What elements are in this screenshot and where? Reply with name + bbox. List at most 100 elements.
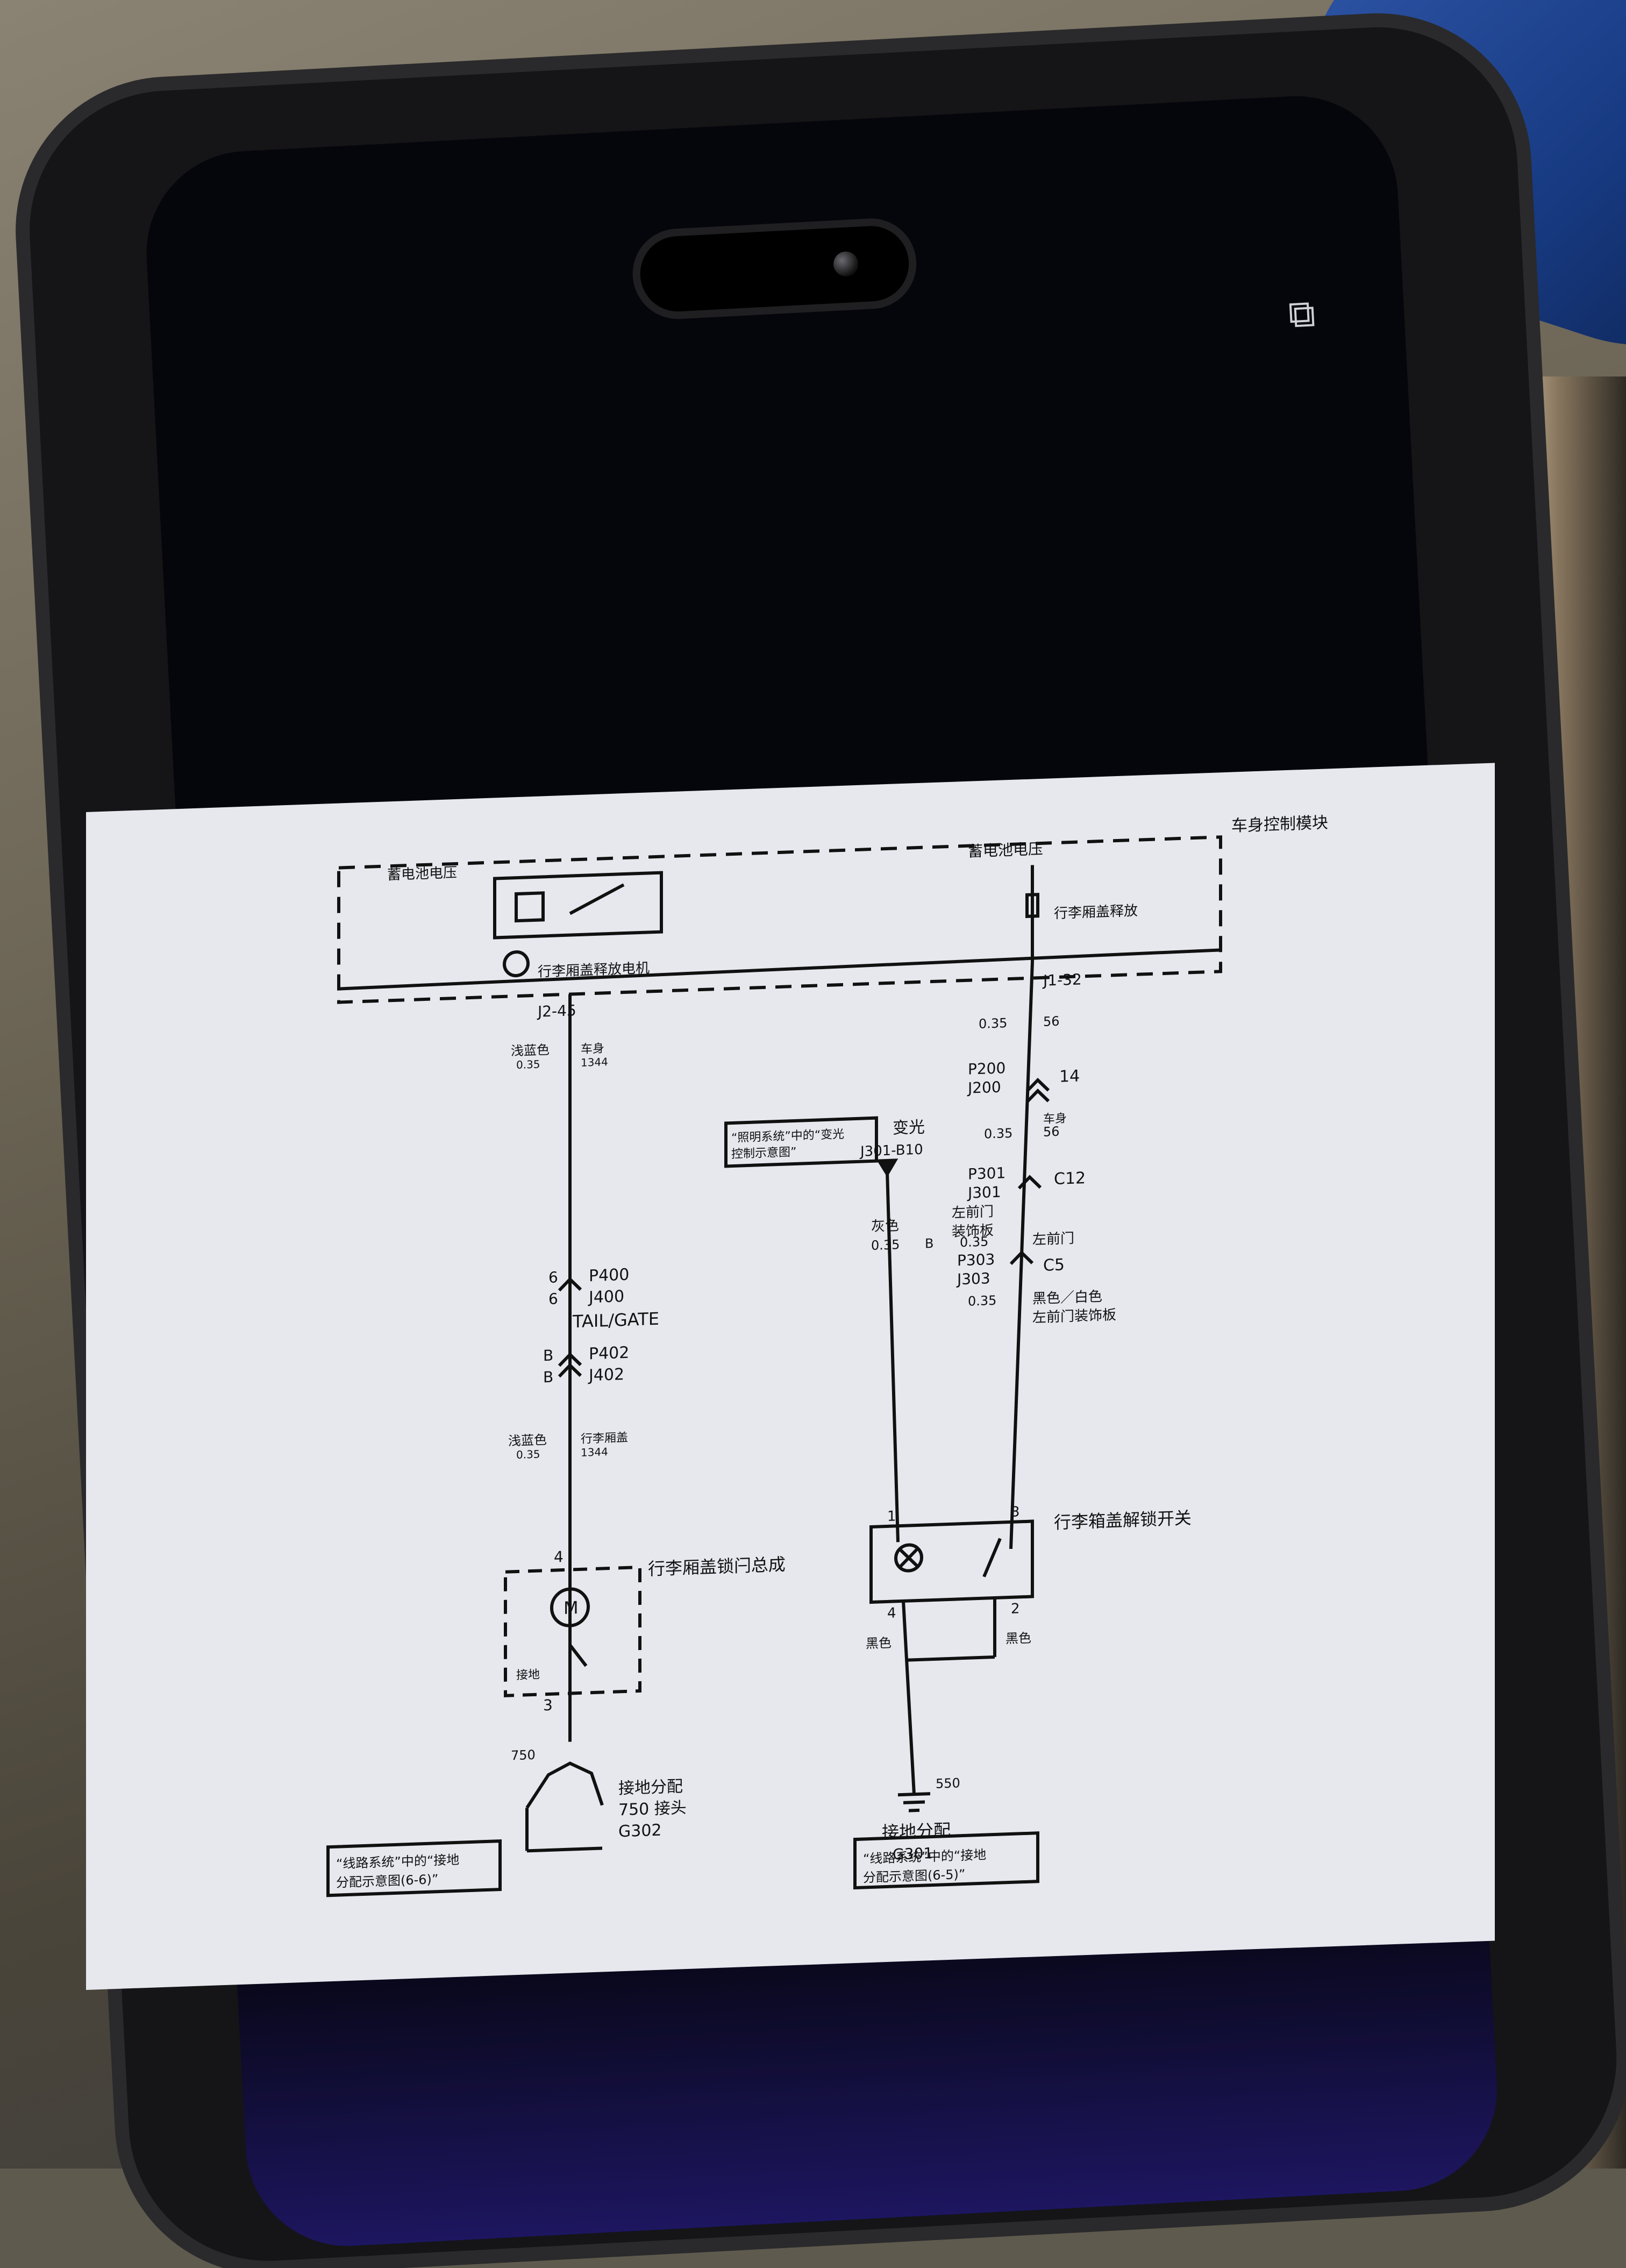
right-wire2-circuit: 56 (1043, 1124, 1060, 1140)
right-conn1-bottom: J200 (967, 1078, 1001, 1097)
transistor-icon (503, 950, 530, 978)
ground-ref-box-left (326, 1839, 502, 1897)
right-wire4-gauge: 0.35 (968, 1293, 996, 1309)
ground-symbol-3 (909, 1808, 919, 1812)
left-wire1-gauge: 0.35 (516, 1058, 540, 1072)
ground-symbol-1 (898, 1792, 930, 1797)
right-wire1-circuit: 56 (1043, 1014, 1060, 1029)
left-wire2-color: 浅蓝色 (508, 1432, 547, 1449)
right-pin-module: J1-32 (1042, 970, 1082, 990)
switch-pin-2: 2 (1011, 1601, 1020, 1617)
connector-p303-icon (1009, 1250, 1034, 1265)
release-motor-label: 行李厢盖释放电机 (538, 960, 650, 980)
left-wire2-loc: 行李厢盖 (581, 1431, 628, 1446)
left-ref-line1: “线路系统”中的“接地 (336, 1852, 459, 1872)
right-conn2-loc-1: 左前门 (952, 1204, 994, 1221)
switch-pin-1: 1 (887, 1508, 896, 1525)
lamp-icon (894, 1543, 923, 1573)
ground-splice-icon (525, 1761, 604, 1809)
right-wire2-loc: 车身 (1043, 1112, 1067, 1126)
gray-wire-pin: B (925, 1236, 933, 1252)
lamp-x2 (898, 1547, 919, 1569)
wiring-diagram: 车身控制模块 蓄电池电压 蓄电池电压 行李厢盖释放电机 行李厢盖释放 J2-45… (86, 763, 1495, 1990)
left-wire1-color: 浅蓝色 (511, 1042, 550, 1059)
conn2-top: P402 (589, 1343, 629, 1364)
motor-symbol: M (564, 1597, 579, 1618)
relay-coil (515, 891, 545, 923)
right-conn2-top: P301 (968, 1164, 1005, 1183)
conn1-top: P400 (589, 1265, 629, 1286)
gray-wire (886, 1171, 900, 1542)
left-wire2-circuit: 1344 (581, 1445, 608, 1459)
recent-apps-icon[interactable]: ⧉ (1287, 291, 1317, 337)
right-conn2-bottom: J301 (967, 1183, 1001, 1202)
dimmer-pin: J301-B10 (859, 1142, 923, 1160)
ground-ref-box-right (853, 1831, 1039, 1890)
left-wire1-loc: 车身 (581, 1042, 604, 1056)
right-wire4-color: 黑色／白色 (1032, 1289, 1102, 1307)
latch-switch-icon (568, 1644, 588, 1667)
right-conn3-bottom: J303 (956, 1269, 990, 1288)
actuator-pin-bottom: 3 (543, 1696, 553, 1715)
black-wire-left (902, 1601, 916, 1795)
connector-p400-icon (558, 1277, 582, 1292)
left-ground-circuit: 750 (511, 1747, 536, 1764)
conn1-pin-top: 6 (548, 1268, 558, 1286)
right-conn3-top: P303 (957, 1250, 995, 1269)
black-wire-join (906, 1655, 995, 1662)
latch-assembly-box (504, 1565, 641, 1697)
right-wire2-gauge: 0.35 (984, 1126, 1012, 1142)
right-ref-line1: “线路系统”中的“接地 (863, 1847, 986, 1867)
unlock-switch-icon (982, 1538, 1002, 1577)
conn1-name: TAIL/GATE (572, 1309, 659, 1332)
right-conn2-loc-2: 装饰板 (952, 1222, 994, 1240)
connector-p301-icon (1017, 1175, 1042, 1190)
relay-box (493, 871, 663, 940)
connector-p402-icon (558, 1352, 582, 1367)
right-ground-circuit: 550 (936, 1775, 960, 1791)
battery-voltage-right: 蓄电池电压 (968, 840, 1043, 861)
right-wire4-loc: 左前门装饰板 (1032, 1307, 1116, 1326)
relay-contact (569, 883, 625, 915)
left-wire1-circuit: 1344 (581, 1055, 608, 1069)
motor-icon (550, 1587, 590, 1627)
connector-j200-icon (1025, 1088, 1050, 1103)
wiring-diagram-svg: 车身控制模块 蓄电池电压 蓄电池电压 行李厢盖释放电机 行李厢盖释放 J2-45… (326, 813, 1328, 1897)
fuse-icon (1025, 893, 1039, 918)
dimmer-arrow-icon (876, 1158, 898, 1177)
left-wire2-gauge: 0.35 (516, 1448, 540, 1462)
black-wire-right: 黑色 (1005, 1631, 1031, 1647)
switch-box (869, 1519, 1034, 1604)
conn2-pin-top: B (543, 1347, 553, 1365)
left-ground-name-2: 750 接头 (618, 1798, 687, 1819)
right-conn1-top: P200 (968, 1059, 1005, 1078)
connector-p200-icon (1025, 1077, 1050, 1092)
right-wire (1009, 962, 1034, 1549)
gray-wire-gauge: 0.35 (871, 1237, 900, 1253)
module-bus-line (338, 948, 1221, 991)
dimmer-ref-box (724, 1116, 878, 1168)
left-pin-module: J2-45 (537, 1001, 576, 1021)
left-ref-line2: 分配示意图(6-6)” (336, 1872, 438, 1890)
dimmer-ref-line1: “照明系统”中的“变光 (731, 1128, 844, 1145)
conn1-pin-bottom: 6 (548, 1290, 558, 1308)
dimmer-label: 变光 (893, 1118, 925, 1138)
right-ref-line2: 分配示意图(6-5)” (863, 1867, 965, 1886)
battery-voltage-left: 蓄电池电压 (387, 865, 457, 884)
actuator-pin-top: 4 (554, 1548, 564, 1566)
actuator-name: 行李厢盖锁闩总成 (648, 1554, 786, 1580)
left-ground-name-1: 接地分配 (618, 1777, 683, 1798)
left-ground-id: G302 (618, 1821, 661, 1842)
right-wire1-gauge: 0.35 (979, 1015, 1007, 1032)
switch-name: 行李箱盖解锁开关 (1054, 1508, 1192, 1533)
right-conn1-pin: 14 (1059, 1067, 1080, 1086)
right-ground-id: G301 (893, 1844, 933, 1864)
gray-wire-color: 灰色 (871, 1218, 899, 1235)
black-wire-left: 黑色 (866, 1636, 892, 1652)
actuator-ground-label: 接地 (516, 1668, 540, 1683)
dimmer-ref-line2: 控制示意图” (731, 1146, 796, 1161)
ground-splice-bottom (527, 1846, 602, 1853)
connector-j402-icon (558, 1363, 582, 1378)
switch-pin-4: 4 (887, 1605, 896, 1622)
module-outline (337, 835, 1222, 1004)
